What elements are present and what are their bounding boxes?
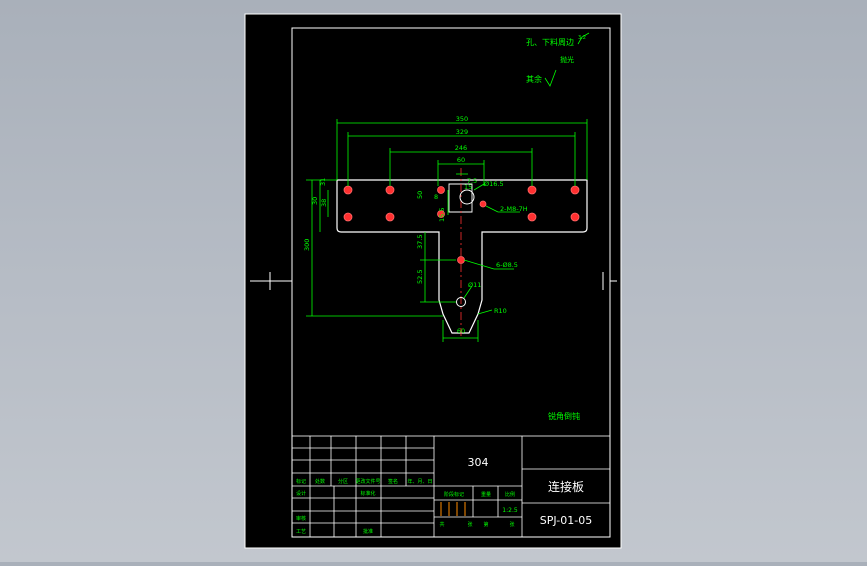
label-stage-mark: 阶段标记	[444, 491, 464, 498]
title-block	[291, 435, 611, 538]
scale-value: 1:2.5	[502, 507, 518, 514]
material-label: 304	[468, 456, 489, 469]
label-check: 审核	[296, 515, 306, 522]
label-process: 工艺	[296, 529, 306, 535]
label-mark: 标记	[296, 478, 306, 485]
dim-dia-hole: Ø16.5	[484, 180, 504, 188]
dim-dia-11: Ø11	[468, 281, 481, 289]
centering-marks	[250, 272, 617, 290]
note-polish: 抛光	[560, 55, 574, 64]
dim-8: 8	[434, 193, 438, 201]
note-sharp-edges: 锐角倒钝	[548, 411, 580, 421]
dim-inner-span: 246	[455, 144, 467, 152]
title-block-texts: 304 连接板 SPJ-01-05 1:2.5 标记 处数 分区 更改文件号 签…	[296, 456, 592, 535]
title-stage-bars	[440, 502, 466, 516]
dim-pin-holes: 6-Ø8.5	[496, 261, 518, 269]
note-remaining: 其余	[526, 74, 542, 84]
dim-top-small: 31	[319, 178, 327, 186]
note-surface-hole-mark: 3.2	[578, 35, 586, 41]
dim-top-left-a: 30	[311, 197, 319, 205]
dim-bottom-width: 60	[457, 327, 465, 335]
label-zone: 分区	[338, 478, 348, 485]
bottom-hole	[456, 297, 466, 307]
center-slot	[448, 183, 473, 213]
label-standardize: 标准化	[360, 490, 375, 497]
label-page: 第	[483, 521, 488, 528]
label-total: 共	[439, 521, 444, 528]
label-sheet-a: 张	[467, 521, 472, 528]
label-signature: 签名	[388, 478, 398, 485]
label-weight: 重量	[481, 491, 491, 498]
dim-37-5: 37.5	[416, 235, 424, 249]
mounting-holes	[343, 185, 580, 264]
dim-r10: R10	[494, 307, 507, 315]
dim-50: 50	[416, 191, 424, 199]
surface-notes: 孔、下料周边 3.2 抛光 其余 锐角倒钝	[526, 32, 590, 421]
label-sheet-b: 张	[509, 521, 514, 528]
dim-center-span: 60	[457, 156, 465, 164]
dim-15: 15	[464, 183, 472, 191]
dim-15-5: 15.5	[438, 208, 446, 222]
dim-top-left-b: 38	[320, 199, 328, 207]
dim-overall-height: 300	[303, 239, 311, 251]
dim-overall-width: 350	[456, 115, 468, 123]
dimension-lines	[306, 119, 588, 342]
slot-hole	[459, 189, 475, 205]
label-scale: 比例	[505, 491, 515, 498]
part-name: 连接板	[548, 479, 584, 494]
note-surface-hole: 孔、下料周边	[526, 37, 574, 47]
part-outline	[336, 179, 588, 334]
drawing-number: SPJ-01-05	[540, 514, 592, 527]
label-change-doc: 更改文件号	[355, 478, 380, 485]
dimension-texts: 350 329 246 60 7.5 Ø16.5 2-M8-7H 15 8 15…	[303, 115, 528, 335]
label-design: 设计	[296, 490, 306, 497]
dim-hole-span: 329	[456, 128, 468, 136]
drawing-sheet	[244, 13, 622, 549]
dim-c-gap: 7.5	[467, 177, 477, 185]
dim-52-5: 52.5	[416, 270, 424, 284]
label-count: 处数	[315, 478, 325, 485]
label-date: 年、月、日	[407, 478, 432, 485]
label-approve: 批准	[363, 528, 373, 535]
dim-thread: 2-M8-7H	[500, 205, 528, 213]
